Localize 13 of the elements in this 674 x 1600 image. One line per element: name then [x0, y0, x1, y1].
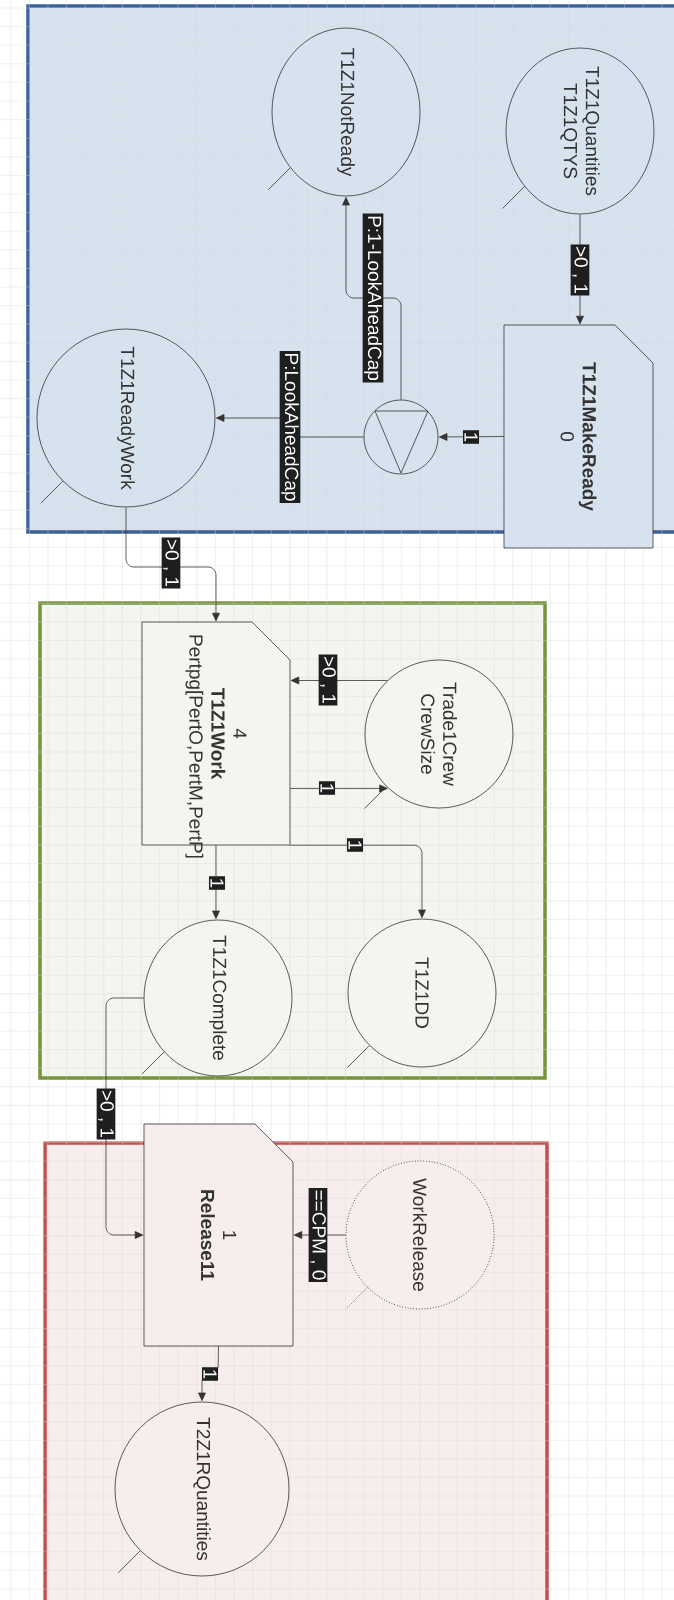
arrow: [342, 197, 402, 400]
arrow: [290, 676, 388, 685]
edge-label: P:LookAheadCap: [279, 351, 301, 503]
process-box: 4 T1Z1Work Pertpg[PertO,PertM,PertP]: [141, 621, 291, 858]
arrow: [198, 1345, 219, 1401]
arrow: [125, 507, 220, 622]
valve-symbol: [363, 399, 439, 475]
arrow: [212, 844, 220, 919]
arrow: [289, 784, 388, 793]
arrow: [439, 433, 505, 441]
process-box: 1 Release11: [143, 1123, 294, 1347]
process-box: T1Z1MakeReady 0: [503, 324, 654, 549]
arrow: [289, 844, 426, 918]
